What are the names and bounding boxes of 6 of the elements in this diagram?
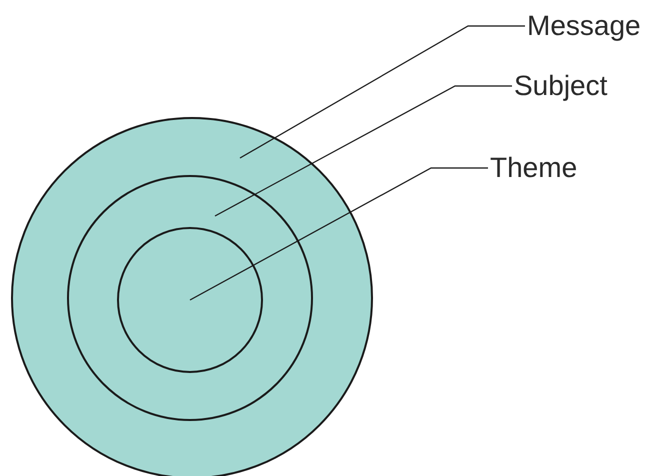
callout-label: Theme [490,152,578,184]
leader-line [240,25,525,159]
callout-label: Subject [514,70,608,102]
callout-label: Message [527,10,641,42]
leader-line [190,167,488,301]
leader-line [214,85,512,217]
